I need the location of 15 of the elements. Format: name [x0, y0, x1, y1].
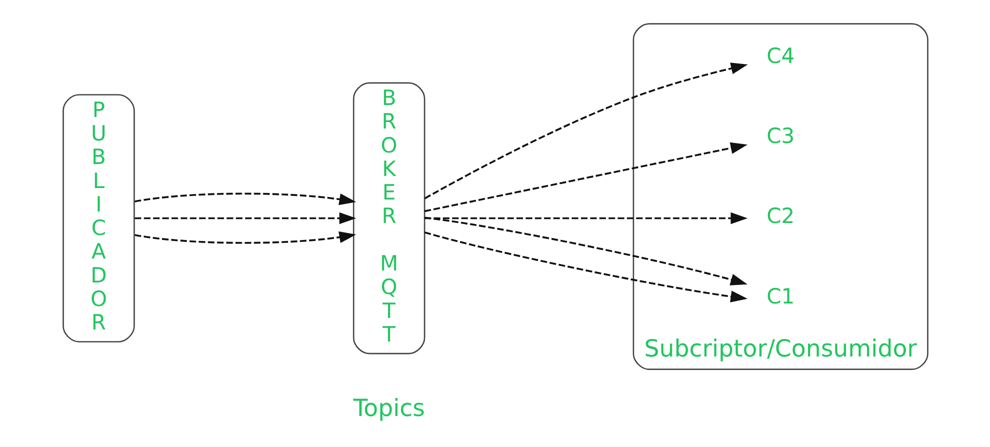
arrow	[134, 212, 356, 224]
node-text: C2	[766, 203, 794, 228]
label: Topics	[352, 394, 424, 422]
node-box: BROKER MQTT	[352, 82, 425, 354]
arrow	[424, 231, 748, 302]
arrow	[134, 192, 356, 206]
node-box: PUBLICADOR	[62, 94, 134, 342]
arrow	[424, 212, 748, 224]
node-text: C1	[766, 283, 794, 308]
arrow	[424, 62, 748, 200]
node-text: C3	[766, 123, 794, 148]
arrow	[424, 216, 747, 286]
node-text: C4	[766, 42, 794, 68]
arrow	[424, 142, 747, 212]
arrow	[134, 231, 356, 244]
